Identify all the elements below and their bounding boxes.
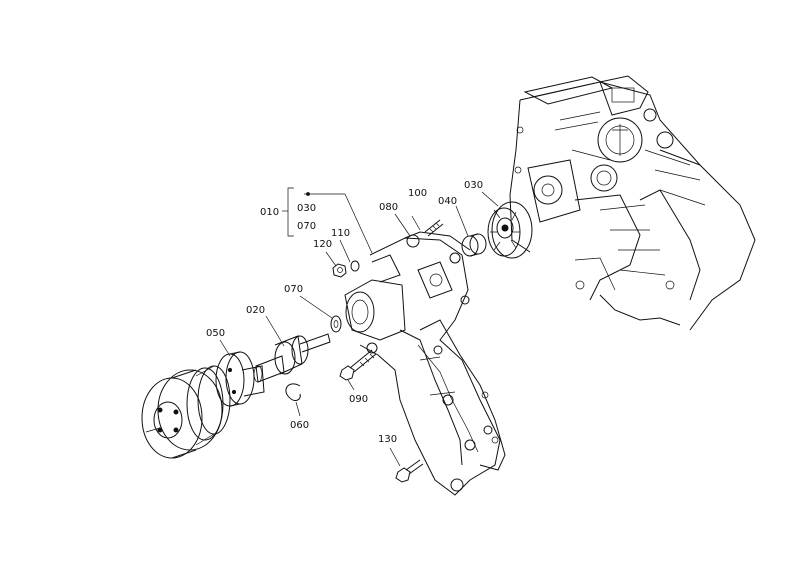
washer — [330, 315, 342, 333]
bearing-shaft — [253, 333, 331, 383]
water-pump-body — [344, 231, 501, 496]
callout-050: 050 — [206, 328, 225, 339]
stud-bolt — [424, 219, 444, 237]
fan-pulley — [141, 365, 231, 459]
pump-gasket — [419, 319, 506, 471]
impeller — [487, 201, 533, 259]
callout-010-030: 030 — [297, 203, 316, 214]
callout-120: 120 — [313, 239, 332, 250]
callout-060: 060 — [290, 420, 309, 431]
callout-020: 020 — [246, 305, 265, 316]
callout-030: 030 — [464, 180, 483, 191]
bolt-130 — [395, 459, 424, 483]
callout-010: 010 — [260, 207, 279, 218]
callout-070: 070 — [284, 284, 303, 295]
engine-block — [509, 75, 756, 331]
callout-090: 090 — [349, 394, 368, 405]
washer-110 — [350, 260, 360, 272]
callout-040: 040 — [438, 196, 457, 207]
bolt-090 — [339, 349, 377, 381]
callout-100: 100 — [408, 188, 427, 199]
mechanical-seal — [461, 233, 487, 257]
callout-labels: 010 030 070 020 030 040 050 060 070 080 … — [206, 180, 483, 445]
pulley-flange — [215, 351, 265, 407]
hex-nut-120 — [332, 263, 347, 278]
callout-130: 130 — [378, 434, 397, 445]
callout-010-070: 070 — [297, 221, 316, 232]
snap-ring — [285, 383, 301, 401]
callout-110: 110 — [331, 228, 350, 239]
leader-lines — [219, 187, 499, 467]
callout-080: 080 — [379, 202, 398, 213]
